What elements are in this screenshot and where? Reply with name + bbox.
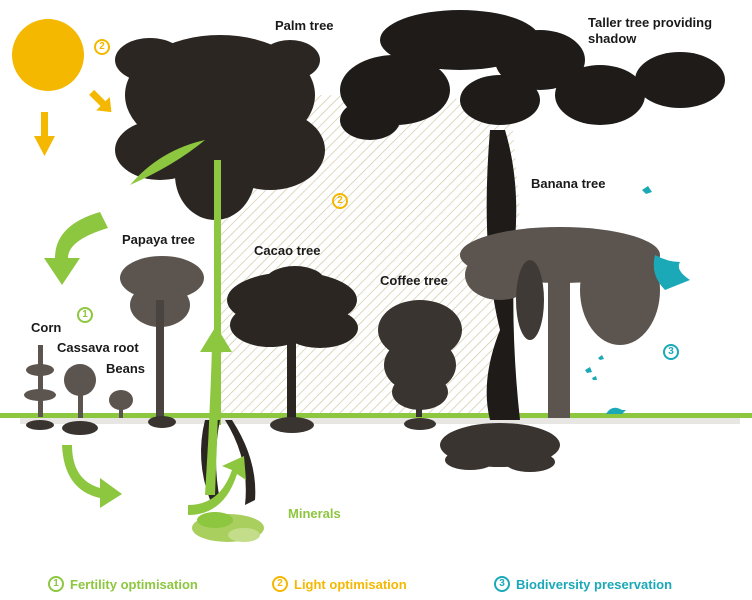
- minerals-pile: [192, 512, 264, 542]
- taller-tree-label-line2: shadow: [588, 31, 637, 46]
- beans-illustration: [109, 390, 133, 418]
- taller-tree-illustration: [340, 10, 725, 420]
- soil-strip: [20, 418, 740, 424]
- papaya-tree-label: Papaya tree: [122, 232, 195, 247]
- beans-label: Beans: [106, 361, 146, 376]
- palm-trunk: [214, 160, 221, 425]
- sun-arrow-diagonal-icon: [89, 89, 112, 113]
- corn-illustration: [24, 345, 56, 430]
- cacao-tree-illustration: [227, 266, 358, 433]
- papaya-tree-illustration: [120, 256, 204, 428]
- sun-arrow-down-icon: [34, 112, 55, 156]
- marker-light-sun: 2: [94, 39, 110, 55]
- legend-fertility-label: Fertility optimisation: [70, 576, 198, 592]
- legend-light: 2 Light optimisation: [272, 576, 407, 592]
- legend-fertility: 1 Fertility optimisation: [48, 576, 198, 592]
- taller-tree-label: Taller tree providing: [588, 15, 713, 30]
- palm-tree-illustration: [115, 35, 325, 220]
- butterflies-icon: [585, 355, 604, 380]
- marker-fertility: 1: [77, 307, 93, 323]
- cacao-tree-label: Cacao tree: [254, 243, 321, 258]
- cassava-illustration: [62, 364, 98, 435]
- taller-tree-roots: [440, 423, 560, 472]
- banana-tree-label: Banana tree: [531, 176, 606, 191]
- nutrient-curve-arrow-icon: [188, 456, 246, 515]
- legend-light-number: 2: [272, 576, 288, 592]
- ground-line: [0, 413, 752, 418]
- legend-fertility-number: 1: [48, 576, 64, 592]
- marker-biodiversity: 3: [663, 344, 679, 360]
- corn-label: Corn: [31, 320, 62, 335]
- mouse-icon: [606, 407, 626, 414]
- nutrient-arrow-up-icon: [200, 326, 232, 495]
- sun-icon: [12, 19, 84, 91]
- coffee-tree-illustration: [378, 300, 462, 430]
- coffee-tree-label: Coffee tree: [380, 273, 448, 288]
- banana-tree-illustration: [460, 227, 660, 418]
- legend-biodiversity: 3 Biodiversity preservation: [494, 576, 672, 592]
- legend-light-label: Light optimisation: [294, 576, 407, 592]
- legend-biodiversity-label: Biodiversity preservation: [516, 576, 673, 592]
- bird-icon: [642, 186, 690, 290]
- palm-tree-label: Palm tree: [275, 18, 334, 33]
- fertility-curve-arrow-icon: [44, 212, 108, 285]
- marker-light-canopy: 2: [332, 193, 348, 209]
- cassava-root-label: Cassava root: [57, 340, 139, 355]
- palm-highlight-frond: [130, 140, 205, 185]
- minerals-label: Minerals: [288, 506, 341, 521]
- fertility-curve-arrow-lower-icon: [62, 445, 122, 508]
- legend-biodiversity-number: 3: [494, 576, 510, 592]
